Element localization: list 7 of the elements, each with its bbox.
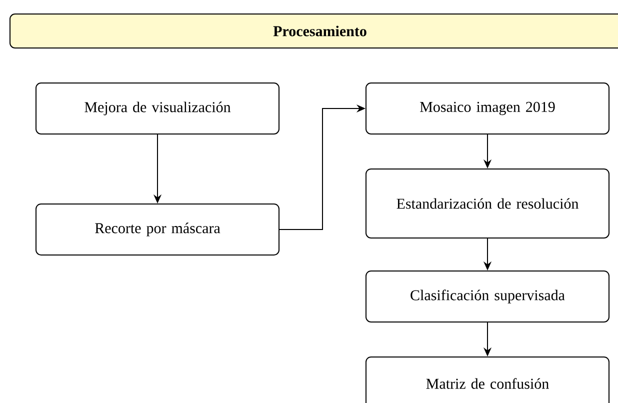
process-box: Mosaico imagen 2019 — [366, 82, 610, 134]
process-box: Clasificación supervisada — [366, 270, 610, 322]
header-band: Procesamiento — [10, 14, 618, 48]
process-box: Recorte por máscara — [36, 204, 280, 256]
process-box: Matriz de confusión — [366, 356, 610, 403]
process-box: Mejora de visualización — [36, 82, 280, 134]
process-box: Estandarización de resolución — [366, 168, 610, 238]
